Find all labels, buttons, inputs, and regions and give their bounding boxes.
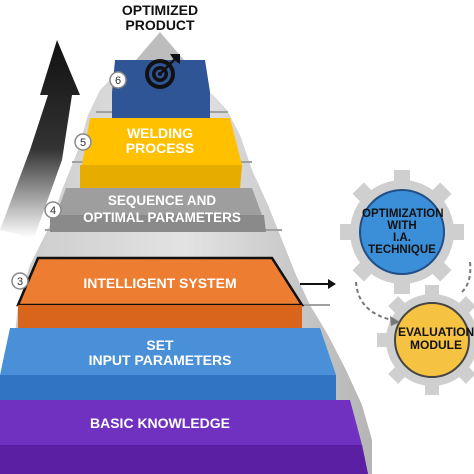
step-1-label: BASIC KNOWLEDGE [90, 415, 230, 431]
cycle-arrowhead [390, 316, 400, 326]
step-3-label: INTELLIGENT SYSTEM [83, 275, 237, 291]
step-number-6: 6 [109, 71, 127, 89]
step-5-line2: PROCESS [125, 139, 195, 156]
svg-text:4: 4 [50, 205, 56, 217]
svg-text:5: 5 [80, 137, 86, 149]
top-title: OPTIMIZED PRODUCT [95, 3, 225, 32]
gear-evaluation-icon [377, 285, 474, 395]
step-4-line2: OPTIMAL PARAMETERS [83, 210, 241, 226]
gear-opt-line2: with [387, 220, 417, 233]
gear-optimization-icon [340, 170, 464, 294]
step-5-line1: WELDING [126, 125, 194, 141]
gear-evaluation-label: Evaluation Module [398, 326, 474, 351]
gear-eval-line1: Evaluation [398, 325, 474, 339]
svg-text:6: 6 [115, 75, 121, 87]
step-2-line1: SET [146, 337, 174, 353]
top-title-line1: OPTIMIZED [121, 2, 199, 18]
connector-arrow [300, 279, 336, 289]
step-number-4: 4 [44, 201, 62, 219]
upward-arrow-icon [0, 40, 80, 238]
step-5-label: WELDING PROCESS [90, 126, 230, 155]
step-2-line2: INPUT PARAMETERS [88, 351, 232, 368]
step-2-label: SET INPUT PARAMETERS [20, 338, 300, 367]
svg-text:3: 3 [17, 276, 23, 288]
step-4-label: SEQUENCE AND OPTIMAL PARAMETERS [62, 193, 262, 226]
step-number-3: 3 [11, 272, 29, 290]
gear-opt-line1: Optimization [362, 208, 444, 220]
gear-opt-line3: I.A. Technique [368, 232, 436, 257]
step-number-5: 5 [74, 133, 92, 151]
gear-optimization-label: Optimization with I.A. Technique [362, 208, 444, 257]
cycle-arrows [355, 261, 472, 321]
target-icon [145, 54, 180, 89]
top-title-line2: PRODUCT [125, 16, 195, 33]
gear-eval-line2: Module [410, 337, 462, 352]
step-4-line1: SEQUENCE AND [107, 193, 217, 208]
